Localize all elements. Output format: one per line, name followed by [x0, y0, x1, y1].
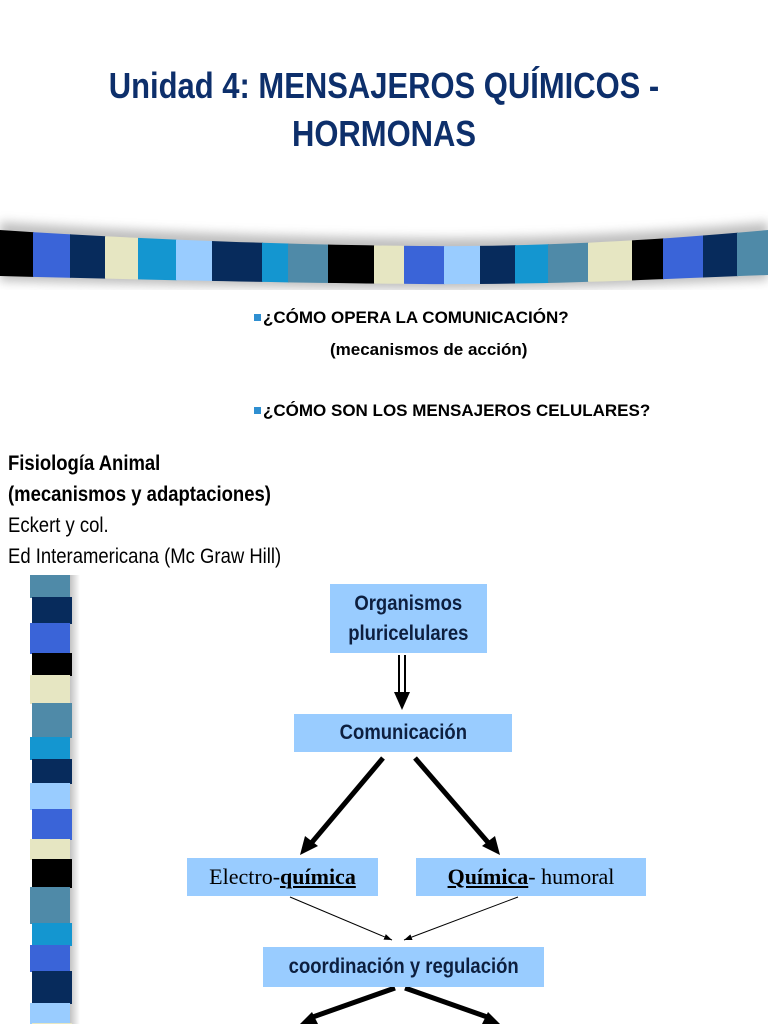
- box-comunicacion: Comunicación: [294, 714, 512, 752]
- box-electro-quimica: Electro-química: [187, 858, 378, 896]
- box-organismos-line-1: Organismos: [354, 591, 463, 615]
- box-organismos-pluricelulares: Organismos pluricelulares: [330, 584, 487, 653]
- decorative-striped-banner: [0, 222, 768, 290]
- sidebar-stripe: [30, 737, 70, 760]
- title-line-1: Unidad 4: MENSAJEROS QUÍMICOS -: [108, 65, 660, 106]
- sidebar-stripe: [32, 759, 72, 784]
- banner-stripe: [737, 230, 768, 285]
- sidebar-stripe: [30, 1003, 70, 1024]
- sidebar-stripe: [32, 859, 72, 888]
- slide-title: Unidad 4: MENSAJEROS QUÍMICOS - HORMONAS: [54, 62, 714, 158]
- sidebar-stripe: [30, 945, 70, 972]
- sidebar-stripe: [32, 923, 72, 946]
- banner-stripe: [663, 230, 704, 285]
- sidebar-stripe: [32, 809, 72, 840]
- box-organismos-line-2: pluricelulares: [348, 621, 469, 645]
- reference-authors: Eckert y col.: [8, 514, 109, 537]
- arrow-electroquimica-to-coordinacion: [289, 896, 393, 941]
- sidebar-stripe: [30, 575, 70, 598]
- banner-stripe: [33, 230, 71, 285]
- banner-stripe: [703, 230, 738, 285]
- bullet-square-icon: [254, 314, 261, 321]
- sidebar-stripe: [30, 839, 70, 860]
- sidebar-stripe: [30, 623, 70, 654]
- arrow-comunicacion-to-quimica: [413, 756, 500, 855]
- question-1: ¿CÓMO OPERA LA COMUNICACIÓN?: [254, 308, 569, 328]
- sidebar-stripe: [32, 703, 72, 738]
- decorative-striped-sidebar: [30, 575, 80, 1024]
- arrow-quimica-to-coordinacion: [403, 896, 519, 941]
- reference-book-title: Fisiología Animal: [8, 452, 161, 475]
- bullet-square-icon: [254, 407, 261, 414]
- banner-stripe: [70, 230, 106, 285]
- quimica-bold: Química: [447, 864, 529, 889]
- sidebar-stripe: [30, 783, 70, 810]
- quimica-suffix: - humoral: [528, 864, 615, 889]
- sidebar-stripe: [30, 675, 70, 704]
- box-coordinacion-regulacion: coordinación y regulación: [263, 947, 544, 987]
- sidebar-stripe: [32, 971, 72, 1004]
- sidebar-stripe: [30, 887, 70, 924]
- question-2: ¿CÓMO SON LOS MENSAJEROS CELULARES?: [254, 401, 650, 421]
- arrow-organismos-to-comunicacion: [394, 655, 410, 710]
- sidebar-stripe: [32, 653, 72, 676]
- question-1-subtitle: (mecanismos de acción): [330, 340, 528, 359]
- sidebar-stripe: [32, 597, 72, 624]
- electro-quimica-bold: química: [280, 864, 356, 889]
- reference-publisher: Ed Interamericana (Mc Graw Hill): [8, 545, 282, 568]
- banner-stripe: [0, 230, 34, 285]
- banner-stripe: [105, 230, 139, 285]
- arrow-coordinacion-left: [300, 985, 396, 1024]
- arrow-coordinacion-right: [404, 985, 500, 1024]
- electro-prefix: Electro-: [209, 864, 281, 889]
- box-quimica-humoral: Química- humoral: [416, 858, 646, 896]
- reference-book-subtitle: (mecanismos y adaptaciones): [8, 483, 271, 506]
- title-line-2: HORMONAS: [291, 113, 477, 154]
- arrow-comunicacion-to-electroquimica: [300, 756, 385, 855]
